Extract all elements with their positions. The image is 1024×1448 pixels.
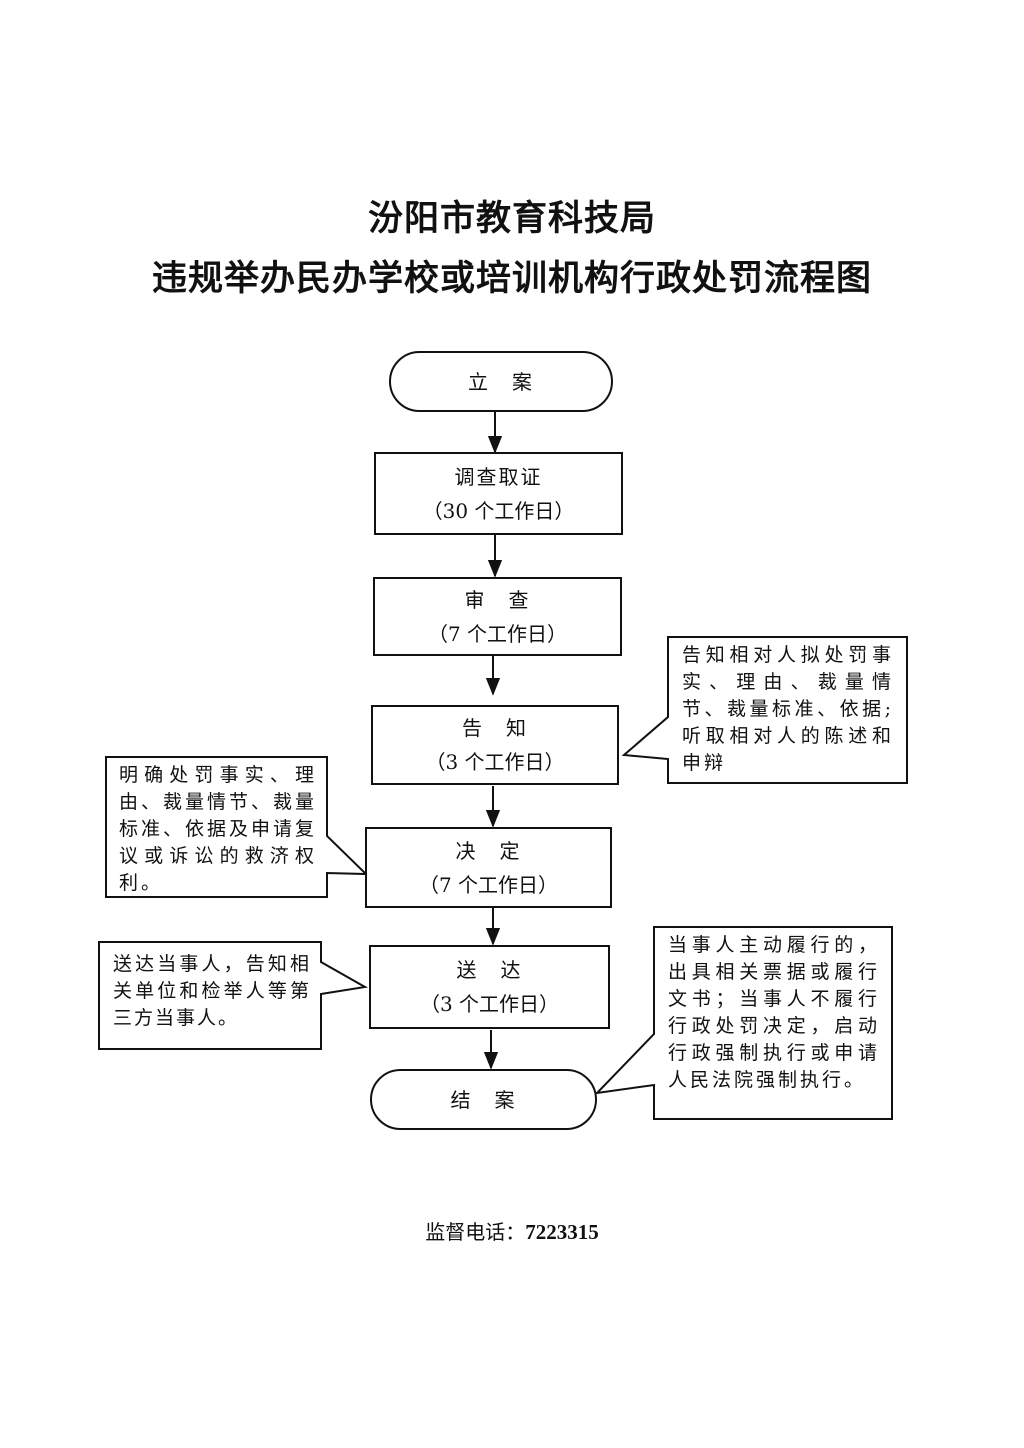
step-diaocha-duration: （30 个工作日） (422, 498, 575, 523)
step-gaozhi-label: 告 知 (462, 716, 528, 740)
supervision-phone-label: 监督电话： (425, 1220, 526, 1244)
step-jiean-label: 结 案 (450, 1087, 517, 1112)
step-lian: 立 案 (389, 351, 613, 412)
note-gaozhi-callout (621, 636, 908, 784)
supervision-phone-number: 7223315 (525, 1220, 599, 1244)
note-songda: 送达当事人，告知相关单位和检举人等第三方当事人。 (113, 953, 311, 1029)
step-gaozhi-duration: （3 个工作日） (425, 750, 565, 774)
note-gaozhi: 告知相对人拟处罚事实、理由、裁量情节、裁量标准、依据;听取相对人的陈述和申辩 (682, 644, 894, 774)
step-jueding-label: 决 定 (455, 838, 522, 863)
title-line-2: 违规举办民办学校或培训机构行政处罚流程图 (151, 258, 872, 299)
step-lian-label: 立 案 (468, 369, 534, 394)
step-shencha-duration: （7 个工作日） (427, 621, 568, 646)
step-jueding-duration: （7 个工作日） (418, 872, 559, 897)
note-songda-callout (98, 941, 368, 1050)
note-jueding: 明确处罚事实、理由、裁量情节、裁量标准、依据及申请复议或诉讼的救济权利。 (119, 764, 318, 894)
step-shencha-label: 审 查 (464, 587, 531, 612)
step-songda: 送 达 （3 个工作日） (369, 945, 610, 1029)
step-diaocha: 调查取证 （30 个工作日） (374, 452, 623, 535)
step-jiean: 结 案 (370, 1069, 597, 1130)
step-shencha: 审 查 （7 个工作日） (373, 577, 622, 656)
step-songda-duration: （3 个工作日） (419, 992, 560, 1016)
title-line-1: 汾阳市教育科技局 (367, 198, 656, 239)
step-songda-label: 送 达 (456, 958, 523, 982)
supervision-phone: 监督电话：7223315 (0, 1216, 1024, 1245)
step-diaocha-label: 调查取证 (454, 464, 543, 489)
note-jiean: 当事人主动履行的，出具相关票据或履行文书；当事人不履行行政处罚决定，启动行政强制… (668, 934, 880, 1091)
note-jiean-callout (594, 926, 893, 1120)
step-gaozhi: 告 知 （3 个工作日） (371, 705, 619, 785)
step-jueding: 决 定 （7 个工作日） (365, 827, 612, 908)
note-jueding-callout (105, 756, 369, 898)
